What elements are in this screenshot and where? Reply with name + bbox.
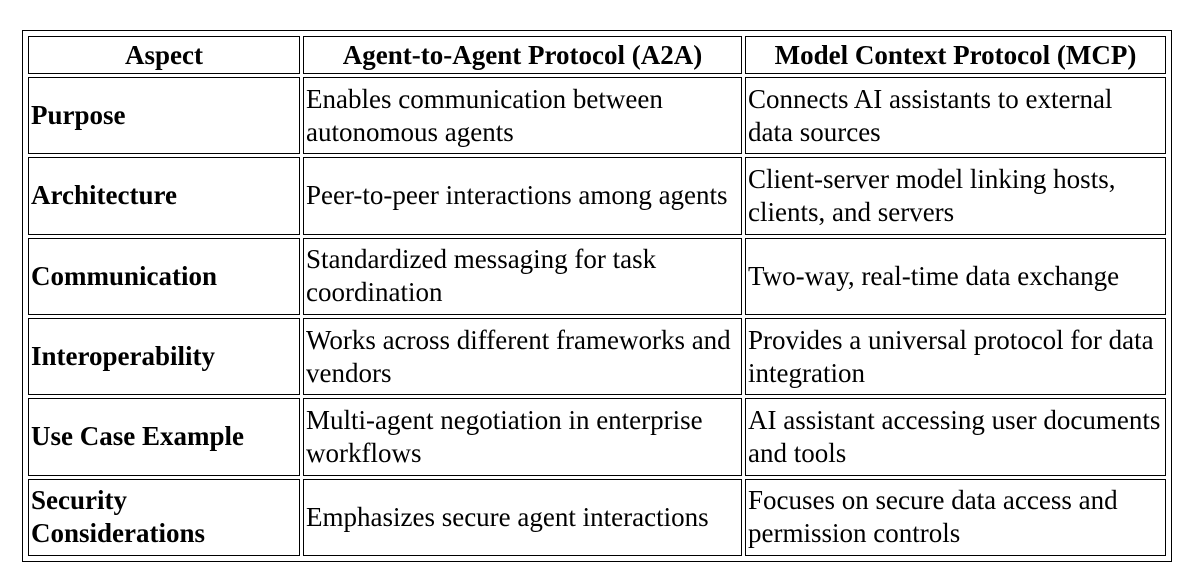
table-row: Security Considerations Emphasizes secur… bbox=[28, 478, 1166, 556]
mcp-cell: Provides a universal protocol for data i… bbox=[745, 317, 1166, 396]
aspect-cell: Interoperability bbox=[28, 317, 300, 396]
table-row: Use Case Example Multi-agent negotiation… bbox=[28, 398, 1166, 476]
table-row: Interoperability Works across different … bbox=[28, 317, 1166, 396]
mcp-cell: AI assistant accessing user documents an… bbox=[745, 398, 1166, 476]
aspect-cell: Security Considerations bbox=[28, 478, 300, 556]
a2a-cell: Standardized messaging for task coordina… bbox=[303, 237, 742, 315]
mcp-cell: Connects AI assistants to external data … bbox=[745, 77, 1166, 155]
table-row: Purpose Enables communication between au… bbox=[28, 77, 1166, 155]
table-outer-border bbox=[22, 30, 1172, 562]
a2a-cell: Enables communication between autonomous… bbox=[303, 77, 742, 155]
table-row: Communication Standardized messaging for… bbox=[28, 237, 1166, 315]
a2a-cell: Works across different frameworks and ve… bbox=[303, 317, 742, 396]
aspect-cell: Use Case Example bbox=[28, 398, 300, 476]
aspect-cell: Communication bbox=[28, 237, 300, 315]
aspect-cell: Architecture bbox=[28, 157, 300, 235]
a2a-cell: Emphasizes secure agent interactions bbox=[303, 478, 742, 556]
a2a-cell: Peer-to-peer interactions among agents bbox=[303, 157, 742, 235]
aspect-cell: Purpose bbox=[28, 77, 300, 155]
table-header-row: Aspect Agent-to-Agent Protocol (A2A) Mod… bbox=[28, 36, 1166, 74]
header-a2a: Agent-to-Agent Protocol (A2A) bbox=[303, 36, 742, 74]
mcp-cell: Two-way, real-time data exchange bbox=[745, 237, 1166, 315]
table-row: Architecture Peer-to-peer interactions a… bbox=[28, 157, 1166, 235]
header-mcp: Model Context Protocol (MCP) bbox=[745, 36, 1166, 74]
mcp-cell: Client-server model linking hosts, clien… bbox=[745, 157, 1166, 235]
mcp-cell: Focuses on secure data access and permis… bbox=[745, 478, 1166, 556]
comparison-table: Aspect Agent-to-Agent Protocol (A2A) Mod… bbox=[25, 33, 1169, 559]
header-aspect: Aspect bbox=[28, 36, 300, 74]
a2a-cell: Multi-agent negotiation in enterprise wo… bbox=[303, 398, 742, 476]
